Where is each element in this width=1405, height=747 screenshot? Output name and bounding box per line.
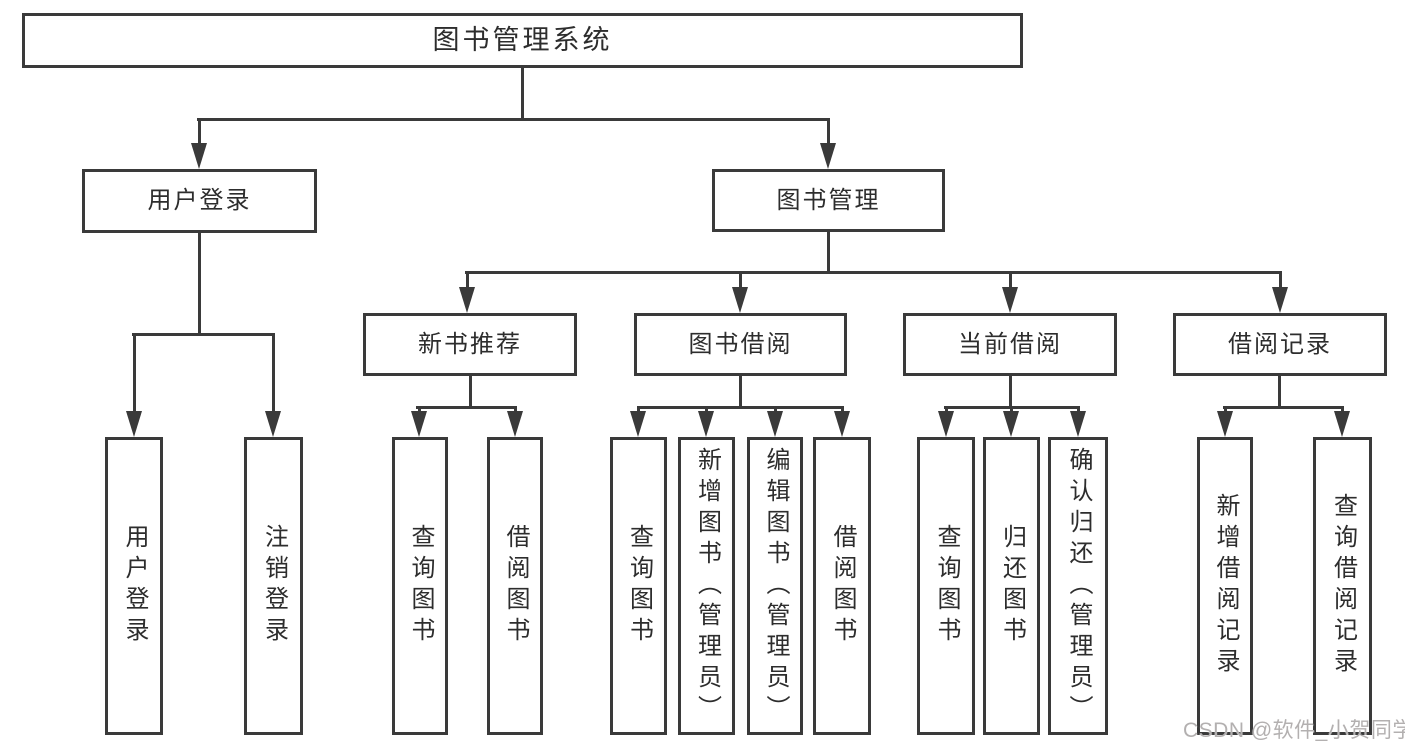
- connector-arrow-to-leaf-query-2: [630, 406, 646, 437]
- leaf-add-book-admin: 新增图书（管理员）: [678, 437, 735, 735]
- connector-rail-level3: [465, 271, 1282, 274]
- connector-stem-new-book: [469, 374, 472, 409]
- connector-stem-root: [521, 66, 524, 121]
- connector-rail-new-book: [416, 406, 517, 409]
- leaf-return-book: 归还图书: [983, 437, 1040, 735]
- node-book-management: 图书管理: [712, 169, 945, 232]
- connector-stem-user-login: [198, 230, 201, 336]
- connector-arrow-to-leaf-query-record: [1334, 406, 1350, 437]
- connector-arrow-to-leaf-add-book: [698, 406, 714, 437]
- connector-arrow-to-borrow-records: [1272, 271, 1288, 313]
- connector-arrow-to-leaf-add-record: [1217, 406, 1233, 437]
- leaf-add-borrow-record: 新增借阅记录: [1197, 437, 1253, 735]
- connector-arrow-to-leaf-borrow-2: [834, 406, 850, 437]
- connector-stem-borrow-records: [1278, 374, 1281, 409]
- leaf-logout: 注销登录: [244, 437, 303, 735]
- connector-arrow-to-new-book: [459, 271, 475, 313]
- leaf-borrow-book-borrow: 借阅图书: [813, 437, 871, 735]
- connector-arrow-to-leaf-return-book: [1003, 406, 1019, 437]
- connector-rail-level2: [197, 118, 830, 121]
- connector-rail-user-login: [132, 333, 275, 336]
- connector-arrow-to-leaf-user-login: [126, 333, 142, 437]
- connector-arrow-to-book-borrow: [732, 271, 748, 313]
- connector-arrow-to-leaf-query-1: [411, 406, 427, 437]
- connector-arrow-to-leaf-edit-book: [767, 406, 783, 437]
- csdn-watermark: CSDN @软件_小贺同学: [1183, 719, 1405, 742]
- connector-arrow-to-book-management: [820, 118, 836, 169]
- leaf-borrow-book-recommend: 借阅图书: [487, 437, 543, 735]
- connector-arrow-to-leaf-logout: [265, 333, 281, 437]
- connector-stem-book-borrow: [739, 374, 742, 409]
- node-library-system-root: 图书管理系统: [22, 13, 1023, 68]
- connector-arrow-to-user-login: [191, 118, 207, 169]
- leaf-query-book-recommend: 查询图书: [392, 437, 448, 735]
- node-book-borrow: 图书借阅: [634, 313, 847, 376]
- leaf-query-borrow-record: 查询借阅记录: [1313, 437, 1372, 735]
- leaf-query-book-current: 查询图书: [917, 437, 975, 735]
- connector-stem-book-management: [827, 229, 830, 274]
- leaf-user-login: 用户登录: [105, 437, 163, 735]
- connector-arrow-to-leaf-borrow-1: [507, 406, 523, 437]
- leaf-confirm-return-admin: 确认归还（管理员）: [1048, 437, 1108, 735]
- connector-rail-book-borrow: [637, 406, 844, 409]
- connector-arrow-to-leaf-confirm-return: [1070, 406, 1086, 437]
- node-current-borrow: 当前借阅: [903, 313, 1117, 376]
- node-user-login: 用户登录: [82, 169, 317, 233]
- node-borrow-records: 借阅记录: [1173, 313, 1387, 376]
- leaf-edit-book-admin: 编辑图书（管理员）: [747, 437, 803, 735]
- node-new-book-recommend: 新书推荐: [363, 313, 577, 376]
- leaf-query-book-borrow: 查询图书: [610, 437, 667, 735]
- connector-rail-borrow-records: [1223, 406, 1344, 409]
- connector-arrow-to-current-borrow: [1002, 271, 1018, 313]
- connector-stem-current-borrow: [1009, 374, 1012, 409]
- connector-arrow-to-leaf-query-3: [938, 406, 954, 437]
